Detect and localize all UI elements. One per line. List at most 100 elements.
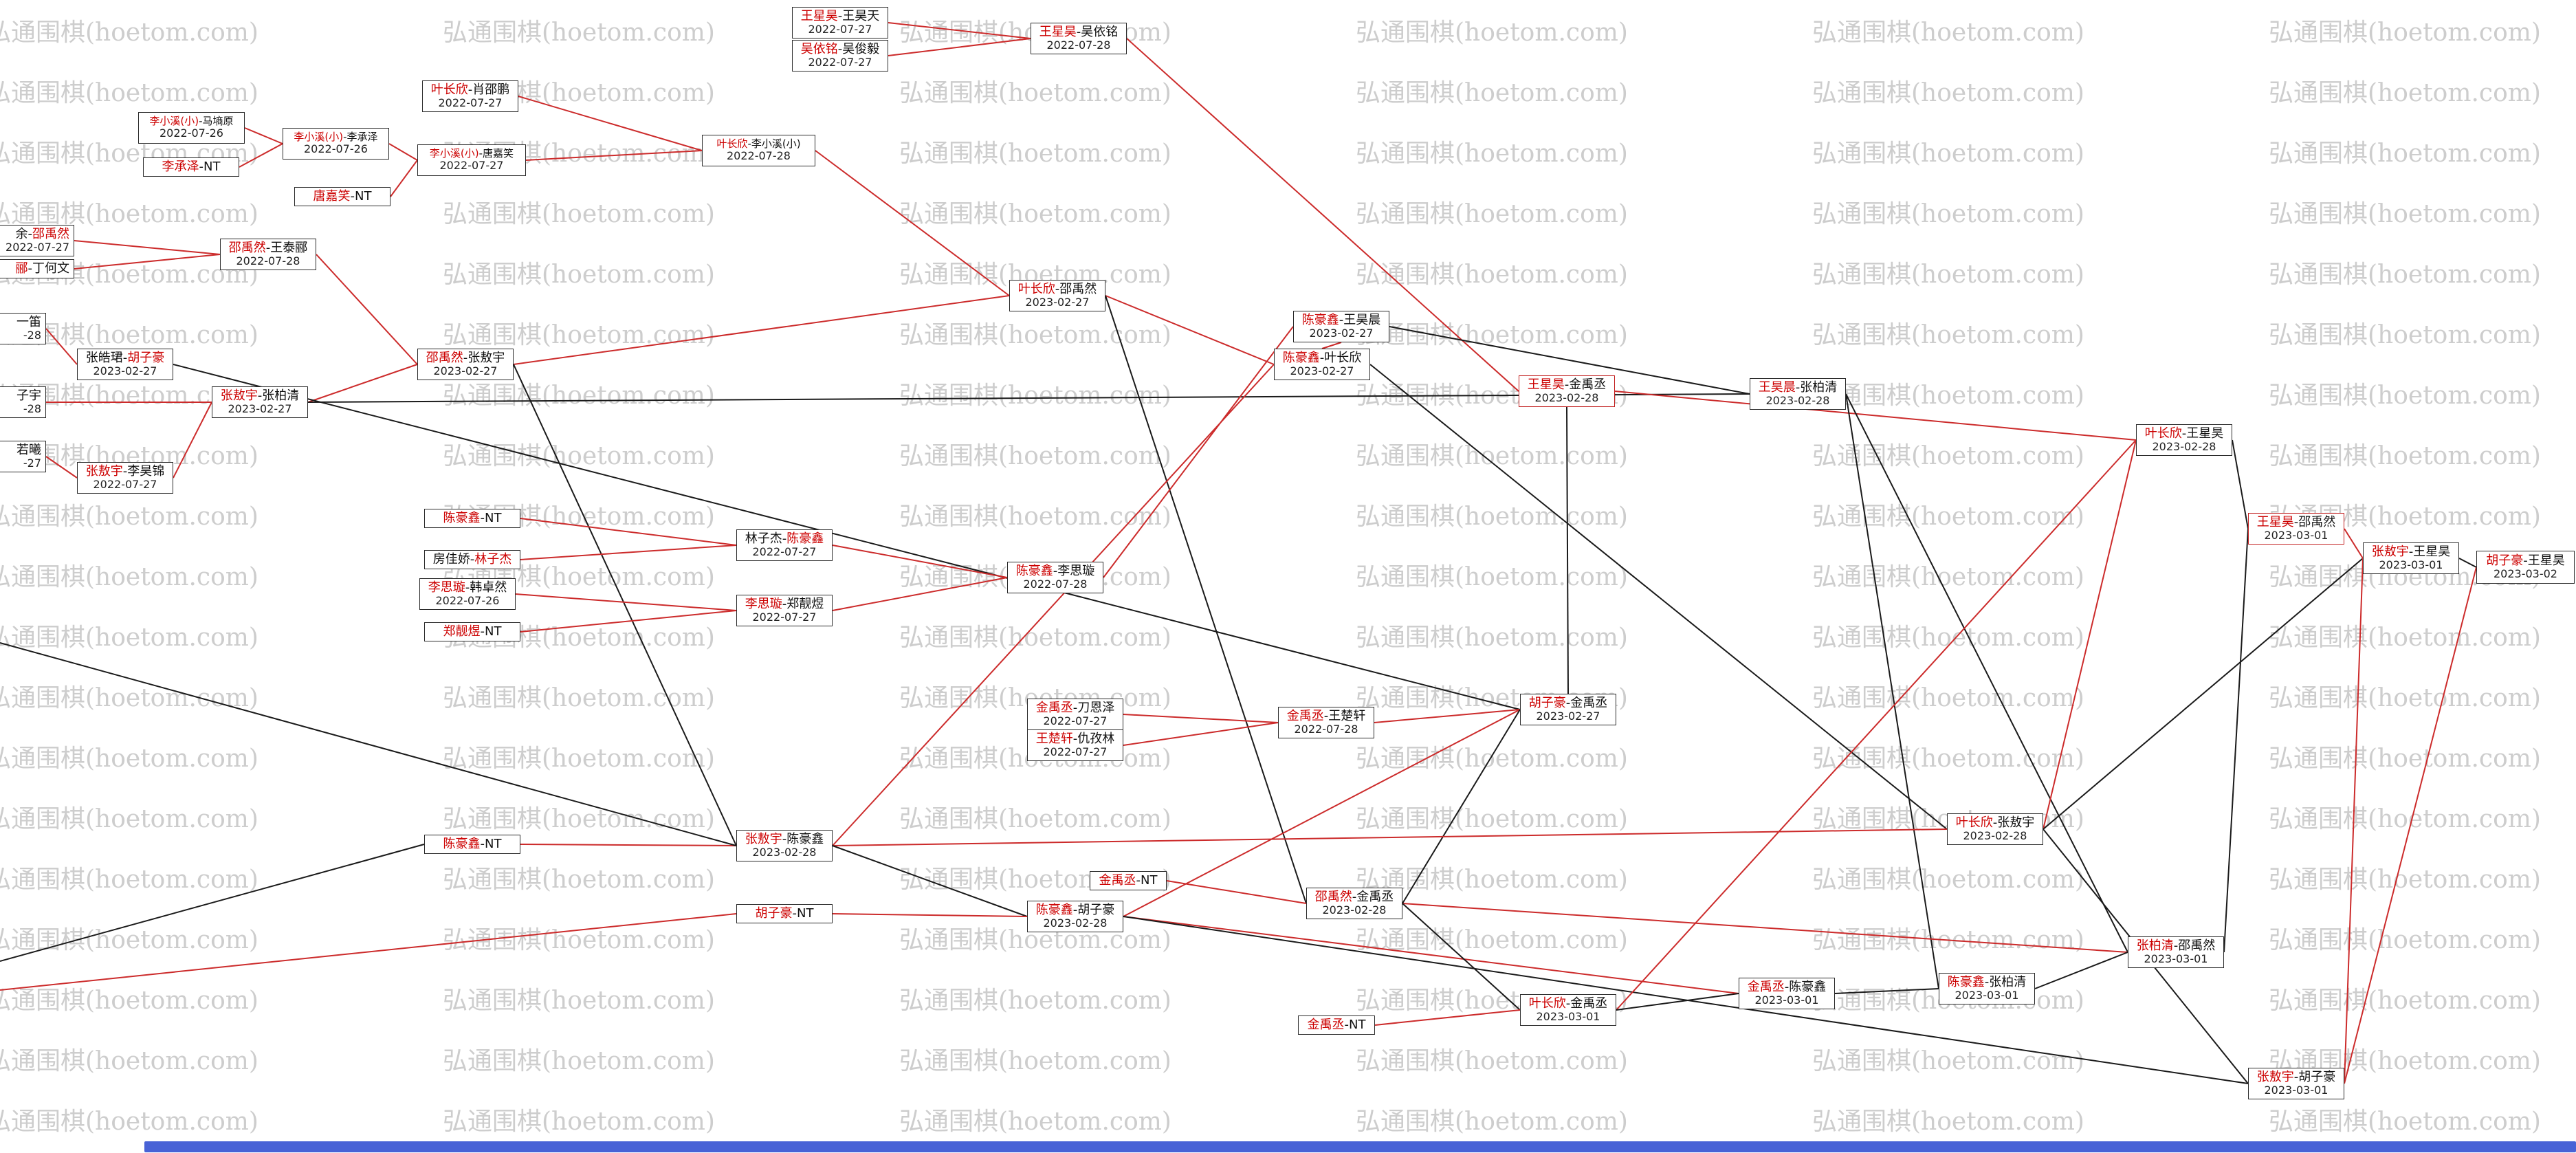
match-box-jyc_nt[interactable]: 金禹丞-NT xyxy=(1090,871,1167,890)
match-box-chx_nt[interactable]: 陈豪鑫-NT xyxy=(424,509,520,528)
match-date: 2023-02-27 xyxy=(1025,296,1090,309)
match-date: 2022-07-27 xyxy=(1043,745,1108,759)
winner-name: 邵禹然 xyxy=(228,240,266,255)
match-box-zly_nt[interactable]: 郑靓煜-NT xyxy=(424,622,520,641)
winner-name: 吴依铭 xyxy=(800,41,838,56)
winner-name: 陈豪鑫 xyxy=(786,531,824,546)
match-date: 2023-03-02 xyxy=(2494,567,2557,581)
match-players: 胡子豪-金禹丞 xyxy=(1528,695,1608,710)
match-box-cut5[interactable]: 若曦-27 xyxy=(0,441,46,472)
match-players: 胡子豪-NT xyxy=(755,906,814,921)
match-date: 2023-02-28 xyxy=(1534,391,1599,405)
winner-name: 叶长欣 xyxy=(1955,815,1993,830)
connector-line xyxy=(2232,439,2249,529)
match-players: 金禹丞-陈豪鑫 xyxy=(1747,979,1827,994)
winner-name: 林子杰 xyxy=(474,552,512,567)
connector-line xyxy=(1123,916,1739,994)
match-box-hzh_nt[interactable]: 胡子豪-NT xyxy=(736,904,833,923)
match-box-tjx_nt[interactable]: 唐嘉笑-NT xyxy=(294,187,390,206)
match-box-fjj_lzj[interactable]: 房佳娇-林子杰 xyxy=(424,550,520,569)
match-box-lcz_nt[interactable]: 李承泽-NT xyxy=(143,157,239,177)
connector-line xyxy=(1389,326,1750,395)
winner-name: 叶长欣 xyxy=(716,137,748,150)
match-players: 郑靓煜-NT xyxy=(443,624,502,639)
match-box-cut4[interactable]: 子宇-28 xyxy=(0,386,46,418)
match-date: 2023-02-28 xyxy=(752,846,817,859)
match-date: -27 xyxy=(23,457,41,470)
match-box-cut3[interactable]: 一笛-28 xyxy=(0,313,46,344)
match-date: 2023-02-28 xyxy=(1043,916,1108,930)
match-players: 金禹丞-刀恩泽 xyxy=(1035,700,1115,715)
match-players: 王楚轩-仇孜林 xyxy=(1035,731,1115,746)
winner-name: 王昊晨 xyxy=(1758,380,1796,395)
match-date: 2023-03-01 xyxy=(2264,1084,2329,1097)
match-box-chx_nt2[interactable]: 陈豪鑫-NT xyxy=(424,835,520,854)
match-players: 李小溪(小)-马墒原 xyxy=(149,114,234,127)
match-date: 2022-07-27 xyxy=(438,96,503,110)
match-players: 王昊晨-张柏清 xyxy=(1758,380,1838,395)
match-date: 2022-07-28 xyxy=(1046,39,1111,52)
match-date: 2023-02-27 xyxy=(1309,327,1374,340)
match-players: 吴依铭-吴俊毅 xyxy=(800,41,880,56)
match-players: 李小溪(小)-唐嘉笑 xyxy=(429,146,514,160)
match-box-cut2[interactable]: 郦-丁何文 xyxy=(0,259,74,278)
winner-name: 陈豪鑫 xyxy=(1015,563,1053,578)
connector-line xyxy=(1103,326,1294,578)
match-box-jyc_nt2[interactable]: 金禹丞-NT xyxy=(1298,1015,1375,1035)
connector-line xyxy=(2344,558,2364,1084)
horizontal-scrollbar-thumb[interactable] xyxy=(144,1141,2576,1152)
winner-name: 李小溪(小) xyxy=(294,130,344,143)
match-date: 2022-07-28 xyxy=(727,149,791,163)
match-players: 邵禹然-金禹丞 xyxy=(1314,889,1394,904)
connector-line xyxy=(832,845,1028,917)
match-date: 2022-07-28 xyxy=(236,254,300,268)
match-players: 王星昊-吴依铭 xyxy=(1039,24,1119,39)
match-players: 李思璇-韩卓然 xyxy=(428,580,507,595)
match-date: 2023-02-27 xyxy=(228,402,292,416)
match-box-ycx_lxx[interactable]: 叶长欣-李小溪(小)2022-07-28 xyxy=(702,135,815,166)
match-date: 2023-03-01 xyxy=(2379,558,2443,572)
connector-line xyxy=(518,96,703,151)
connector-line xyxy=(45,328,78,365)
match-players: 房佳娇-林子杰 xyxy=(432,552,512,567)
